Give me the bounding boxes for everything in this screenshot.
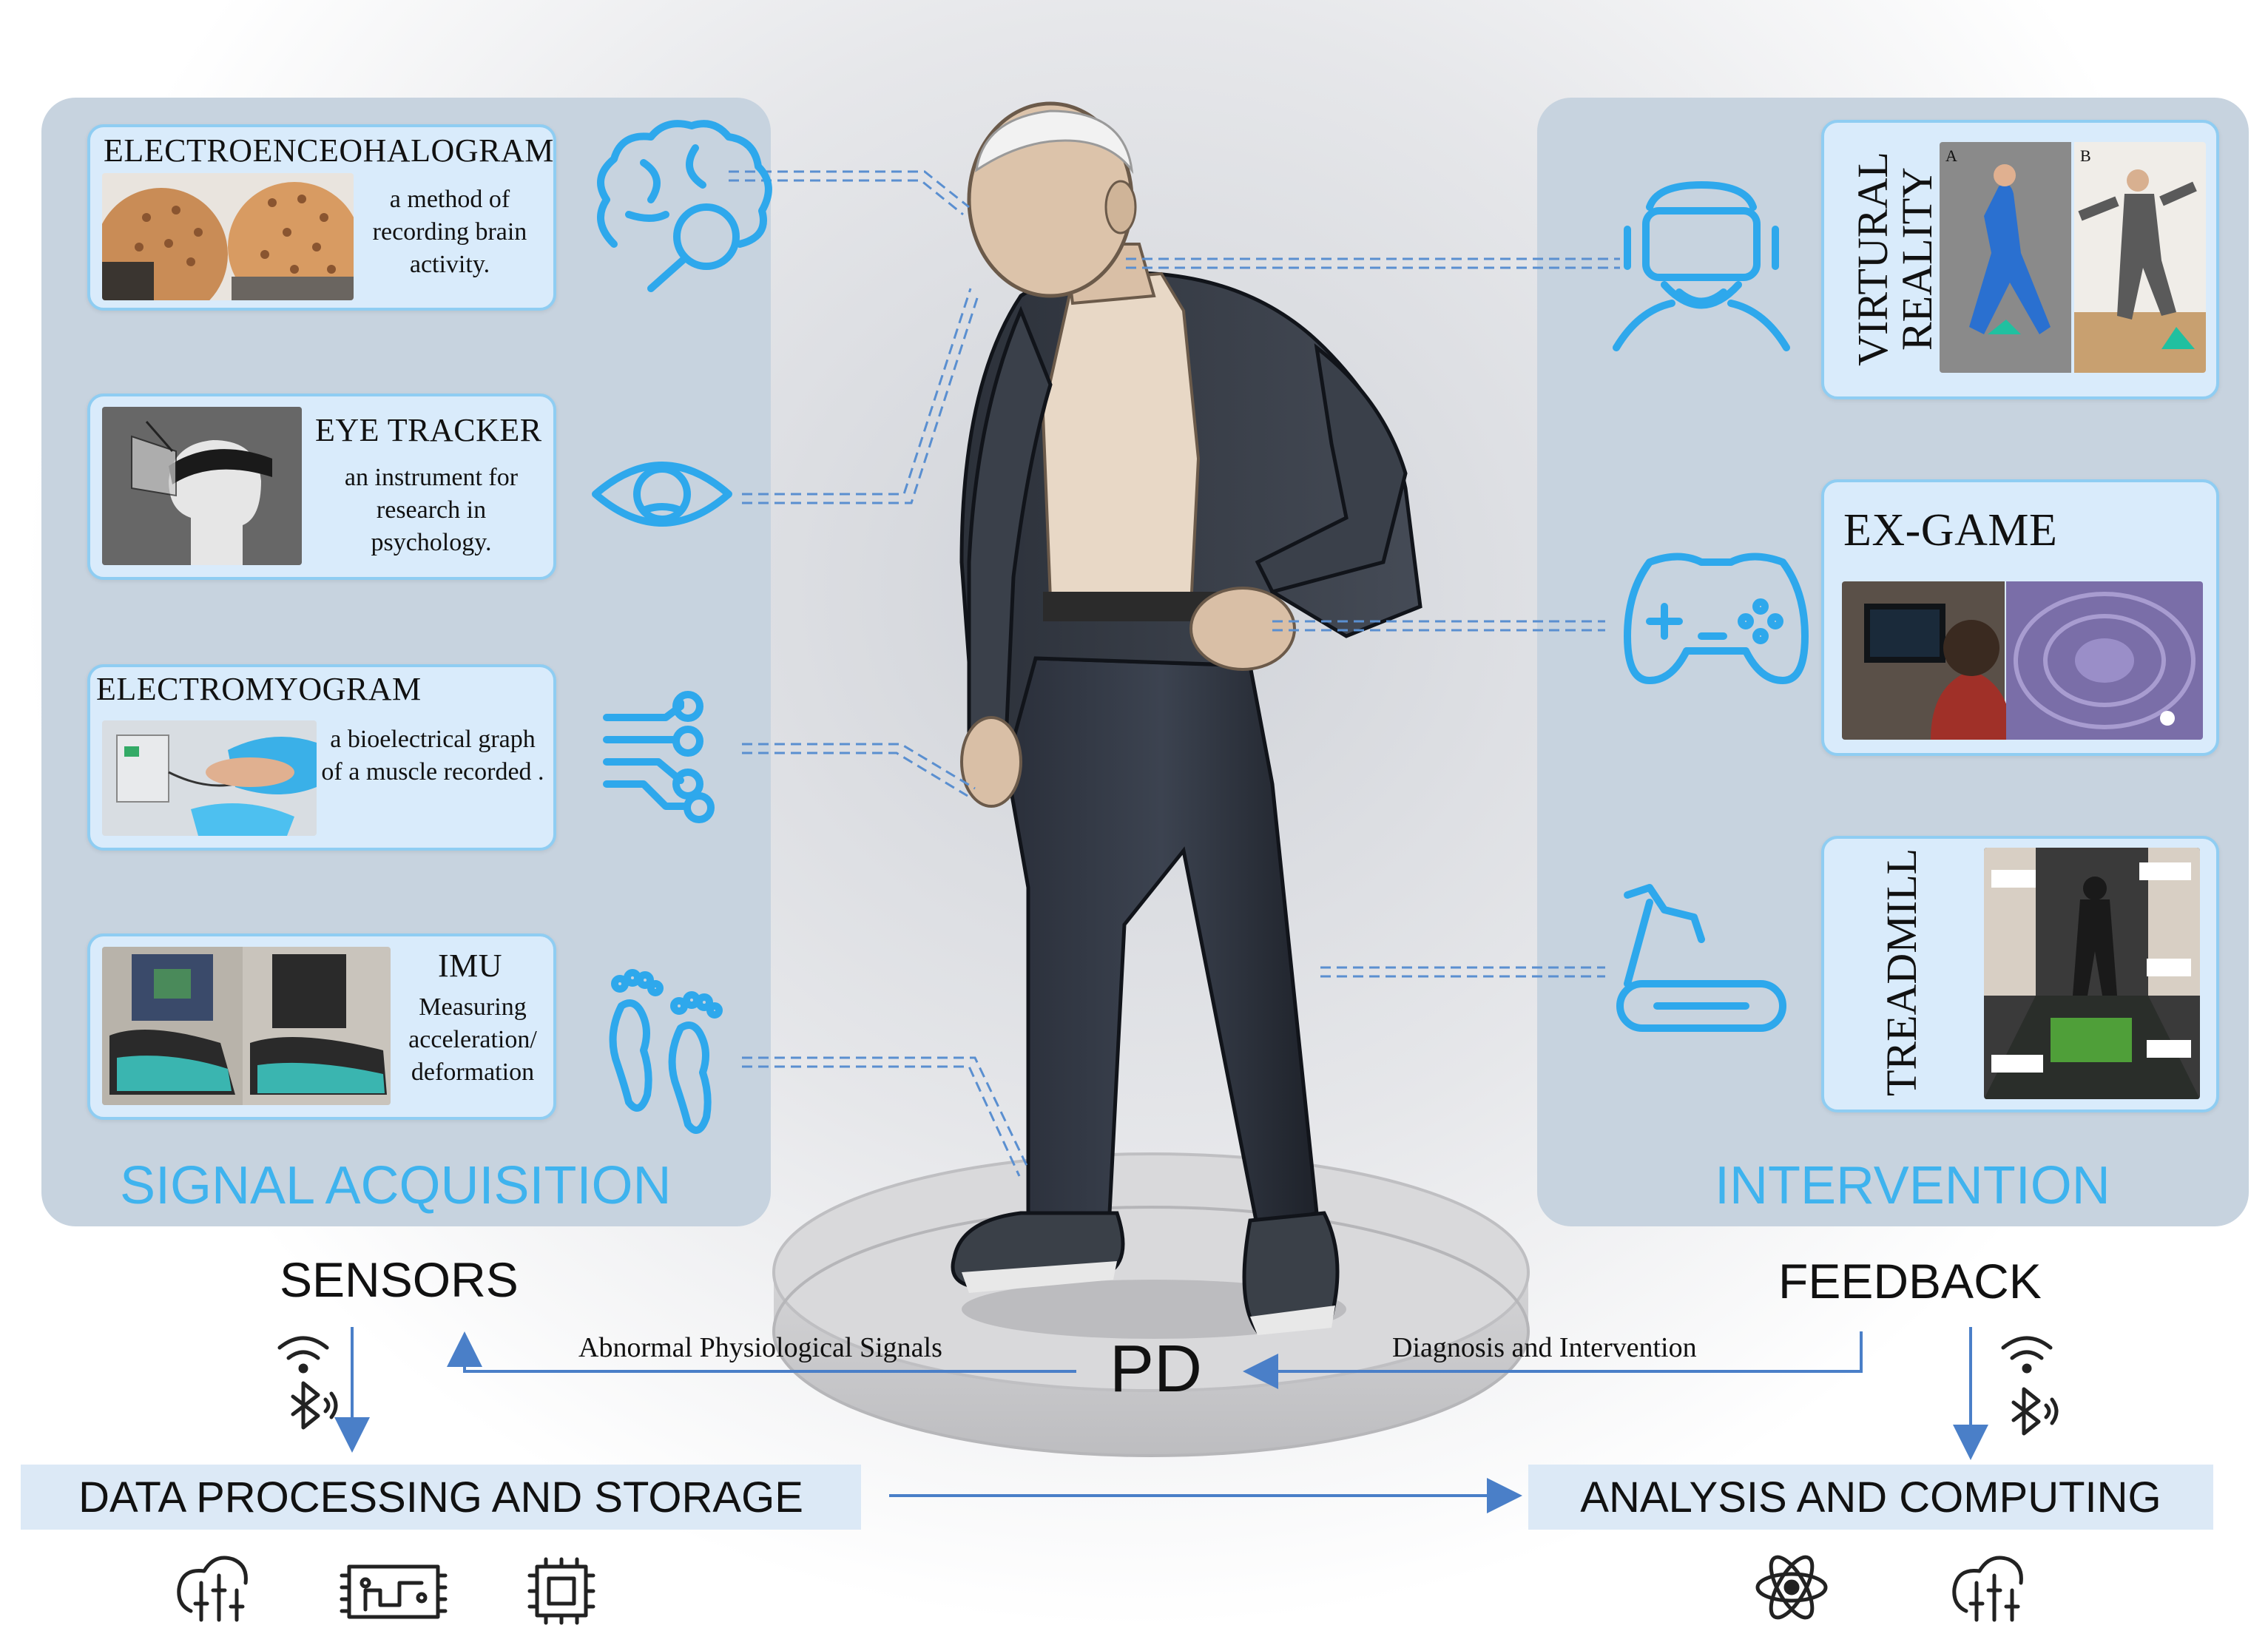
bluetooth-icon (291, 1381, 338, 1430)
pd-label: PD (1110, 1332, 1203, 1406)
treadmill-photo (1984, 848, 2200, 1099)
wifi-icon (2001, 1336, 2053, 1374)
feedback-label: FEEDBACK (1778, 1254, 2042, 1308)
vr-card: VIRTURAL REALITY A B (1821, 120, 2219, 399)
exgame-card: EX-GAME (1821, 479, 2219, 756)
eye-tracker-photo (102, 407, 302, 565)
vr-photo: A B (1940, 142, 2206, 373)
chip-icon (527, 1557, 595, 1625)
imu-card: IMU Measuring acceleration/ deformation (87, 933, 556, 1120)
wifi-icon (277, 1336, 329, 1374)
intervention-label: INTERVENTION (1715, 1156, 2110, 1215)
eye-tracker-description: an instrument for research in psychology… (344, 464, 519, 556)
emg-title: ELECTROMYOGRAM (96, 671, 422, 707)
imu-title: IMU (438, 948, 503, 984)
imu-description: Measuring acceleration/ deformation (408, 993, 537, 1086)
vr-photo-label-b: B (2080, 146, 2091, 165)
eeg-photo (102, 173, 354, 300)
data-processing-box: DATA PROCESSING AND STORAGE (21, 1465, 861, 1530)
eye-tracker-title: EYE TRACKER (315, 412, 542, 448)
abnormal-signals-label: Abnormal Physiological Signals (578, 1332, 942, 1363)
footprints-icon (609, 969, 723, 1134)
eye-tracker-card: EYE TRACKER an instrument for research i… (87, 394, 556, 580)
vr-photo-label-a: A (1945, 146, 1957, 165)
exgame-title: EX-GAME (1843, 505, 2058, 555)
analysis-box: ANALYSIS AND COMPUTING (1528, 1465, 2213, 1530)
atom-icon (1755, 1555, 1828, 1620)
cloud-settings-icon (1952, 1556, 2023, 1622)
brain-search-icon (597, 120, 772, 292)
circuit-board-icon (340, 1564, 448, 1619)
emg-card: ELECTROMYOGRAM a bioelectrical graph of … (87, 664, 556, 851)
vr-headset-icon (1613, 181, 1790, 351)
treadmill-icon (1616, 884, 1786, 1032)
eeg-title: ELECTROENCEOHALOGRAM (104, 132, 554, 169)
treadmill-card: TREADMILL (1821, 836, 2219, 1112)
cloud-settings-icon (177, 1556, 248, 1622)
diagnosis-label: Diagnosis and Intervention (1392, 1332, 1697, 1363)
emg-description: a bioelectrical graph of a muscle record… (321, 726, 544, 786)
eye-icon (592, 462, 732, 527)
circuit-signal-icon (603, 691, 715, 823)
exgame-photo (1842, 581, 2203, 740)
eeg-card: ELECTROENCEOHALOGRAM a method of recordi… (87, 124, 556, 311)
emg-photo (102, 720, 317, 836)
eeg-description: a method of recording brain activity. (372, 186, 527, 278)
sensors-label: SENSORS (280, 1252, 519, 1307)
gamepad-icon (1624, 553, 1809, 684)
imu-photo (102, 947, 391, 1105)
signal-acquisition-label: SIGNAL ACQUISITION (120, 1156, 672, 1215)
bluetooth-icon (2011, 1387, 2059, 1436)
